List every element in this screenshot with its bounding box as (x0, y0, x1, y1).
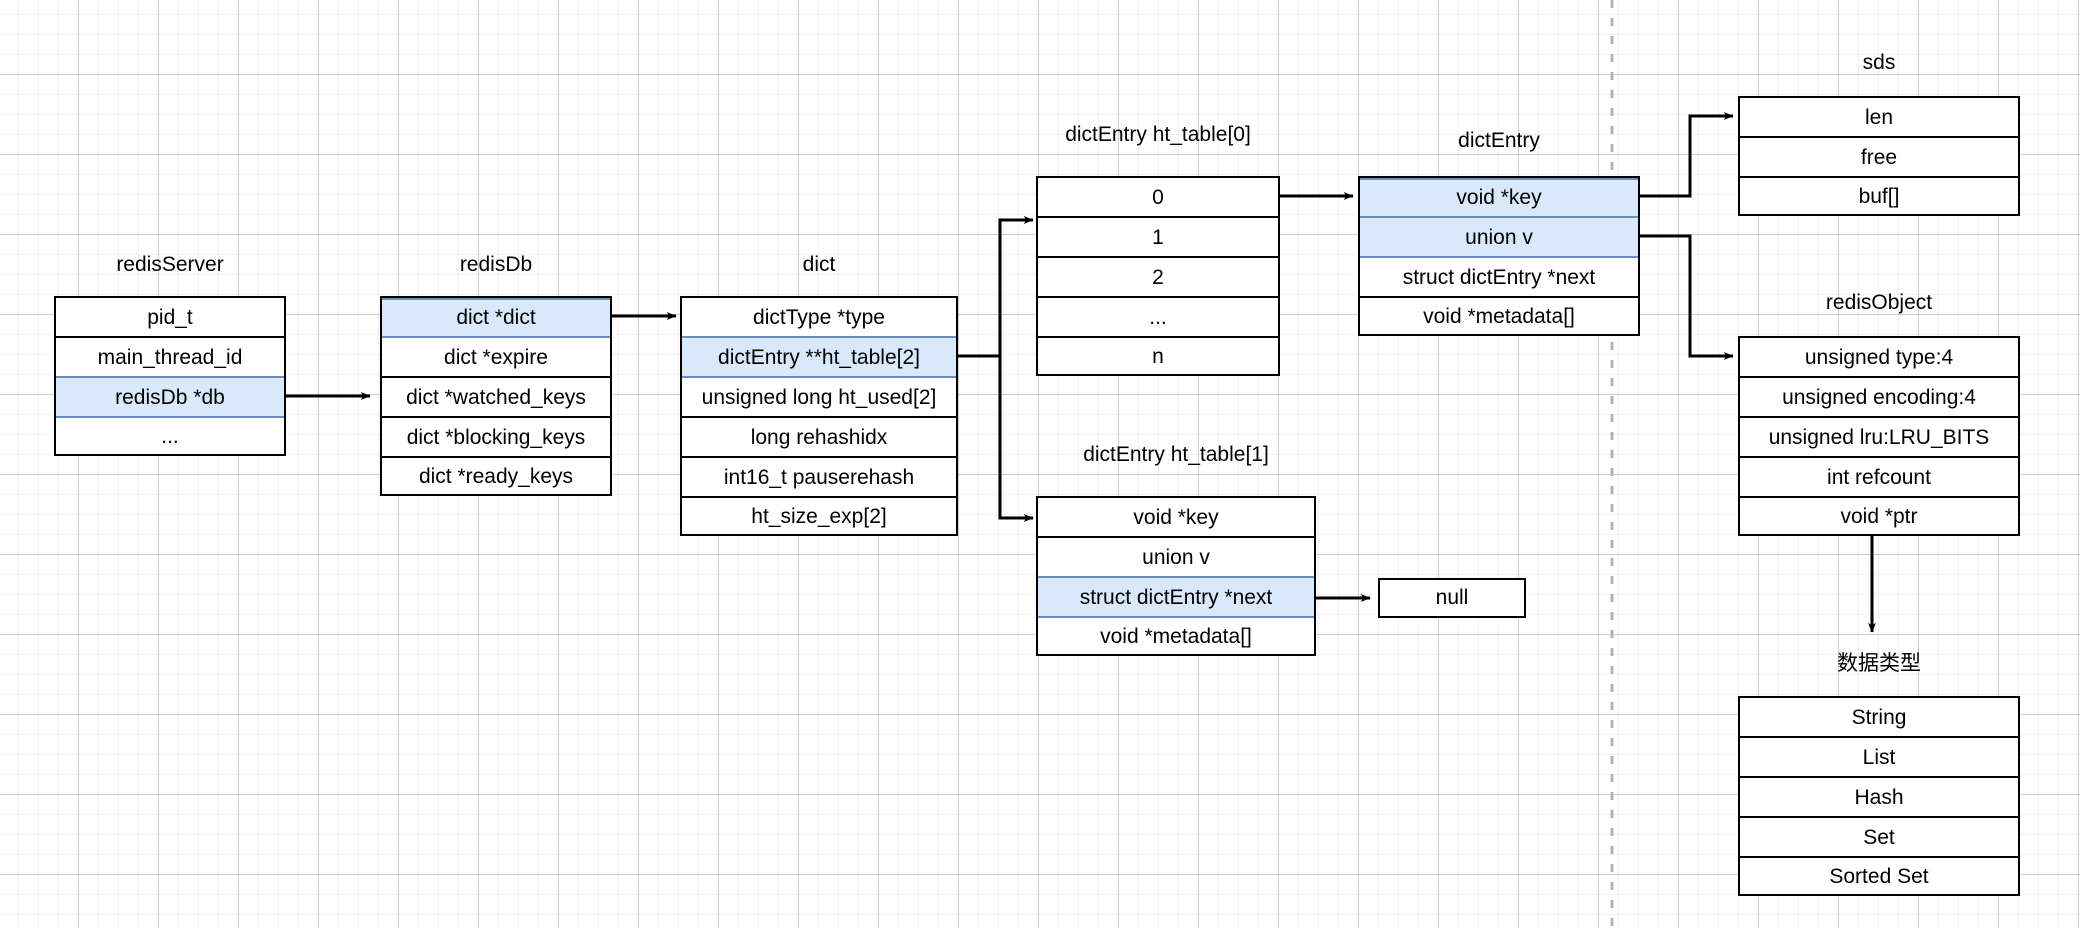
row-redisobject-1[interactable]: unsigned encoding:4 (1740, 378, 2018, 418)
row-httable0-1[interactable]: 1 (1038, 218, 1278, 258)
row-httable0-4[interactable]: n (1038, 338, 1278, 374)
title-redisdb: redisDb (459, 253, 533, 276)
title-redisserver: redisServer (116, 253, 224, 276)
row-datatypes-4[interactable]: Sorted Set (1740, 858, 2018, 894)
title-httable0: dictEntry ht_table[0] (1065, 123, 1251, 146)
edge-dict-to-httable1 (958, 354, 1034, 522)
title-dict: dict (802, 253, 836, 276)
row-redisserver-2[interactable]: redisDb *db (56, 378, 284, 418)
struct-dictentry[interactable]: void *key union v struct dictEntry *next… (1358, 176, 1640, 336)
row-redisdb-1[interactable]: dict *expire (382, 338, 610, 378)
title-dictentry: dictEntry (1458, 129, 1540, 152)
row-dict-4[interactable]: int16_t pauserehash (682, 458, 956, 498)
row-httable0-0[interactable]: 0 (1038, 178, 1278, 218)
row-dict-0[interactable]: dictType *type (682, 298, 956, 338)
row-redisobject-3[interactable]: int refcount (1740, 458, 2018, 498)
row-httable1-0[interactable]: void *key (1038, 498, 1314, 538)
struct-redisserver[interactable]: pid_t main_thread_id redisDb *db ... (54, 296, 286, 456)
row-dictentry-1[interactable]: union v (1360, 218, 1638, 258)
title-datatypes: 数据类型 (1837, 651, 1921, 675)
struct-datatypes[interactable]: String List Hash Set Sorted Set (1738, 696, 2020, 896)
row-redisdb-2[interactable]: dict *watched_keys (382, 378, 610, 418)
row-datatypes-0[interactable]: String (1740, 698, 2018, 738)
row-redisserver-1[interactable]: main_thread_id (56, 338, 284, 378)
row-datatypes-1[interactable]: List (1740, 738, 2018, 778)
row-redisobject-4[interactable]: void *ptr (1740, 498, 2018, 534)
row-dictentry-2[interactable]: struct dictEntry *next (1360, 258, 1638, 298)
row-httable1-2[interactable]: struct dictEntry *next (1038, 578, 1314, 618)
row-httable1-1[interactable]: union v (1038, 538, 1314, 578)
struct-httable1[interactable]: void *key union v struct dictEntry *next… (1036, 496, 1316, 656)
title-httable1: dictEntry ht_table[1] (1083, 443, 1269, 466)
row-redisdb-4[interactable]: dict *ready_keys (382, 458, 610, 494)
row-dict-5[interactable]: ht_size_exp[2] (682, 498, 956, 534)
row-redisdb-3[interactable]: dict *blocking_keys (382, 418, 610, 458)
row-sds-1[interactable]: free (1740, 138, 2018, 178)
struct-dict[interactable]: dictType *type dictEntry **ht_table[2] u… (680, 296, 958, 536)
struct-redisdb[interactable]: dict *dict dict *expire dict *watched_ke… (380, 296, 612, 496)
edge-dict-to-httable0 (958, 216, 1034, 358)
row-dict-1[interactable]: dictEntry **ht_table[2] (682, 338, 956, 378)
row-redisobject-2[interactable]: unsigned lru:LRU_BITS (1740, 418, 2018, 458)
node-null[interactable]: null (1378, 578, 1526, 618)
edge-dictentry-unionv-to-redisobject (1640, 234, 1734, 360)
edge-dictentry-key-to-sds (1640, 112, 1734, 198)
row-dict-2[interactable]: unsigned long ht_used[2] (682, 378, 956, 418)
struct-sds[interactable]: len free buf[] (1738, 96, 2020, 216)
row-sds-0[interactable]: len (1740, 98, 2018, 138)
row-datatypes-2[interactable]: Hash (1740, 778, 2018, 818)
row-dict-3[interactable]: long rehashidx (682, 418, 956, 458)
row-redisserver-0[interactable]: pid_t (56, 298, 284, 338)
row-httable0-2[interactable]: 2 (1038, 258, 1278, 298)
row-dictentry-0[interactable]: void *key (1360, 178, 1638, 218)
row-redisserver-3[interactable]: ... (56, 418, 284, 454)
row-httable0-3[interactable]: ... (1038, 298, 1278, 338)
row-redisobject-0[interactable]: unsigned type:4 (1740, 338, 2018, 378)
struct-httable0[interactable]: 0 1 2 ... n (1036, 176, 1280, 376)
row-sds-2[interactable]: buf[] (1740, 178, 2018, 214)
row-redisdb-0[interactable]: dict *dict (382, 298, 610, 338)
row-dictentry-3[interactable]: void *metadata[] (1360, 298, 1638, 334)
row-httable1-3[interactable]: void *metadata[] (1038, 618, 1314, 654)
title-redisobject: redisObject (1825, 291, 1933, 314)
struct-redisobject[interactable]: unsigned type:4 unsigned encoding:4 unsi… (1738, 336, 2020, 536)
row-datatypes-3[interactable]: Set (1740, 818, 2018, 858)
title-sds: sds (1862, 51, 1896, 74)
